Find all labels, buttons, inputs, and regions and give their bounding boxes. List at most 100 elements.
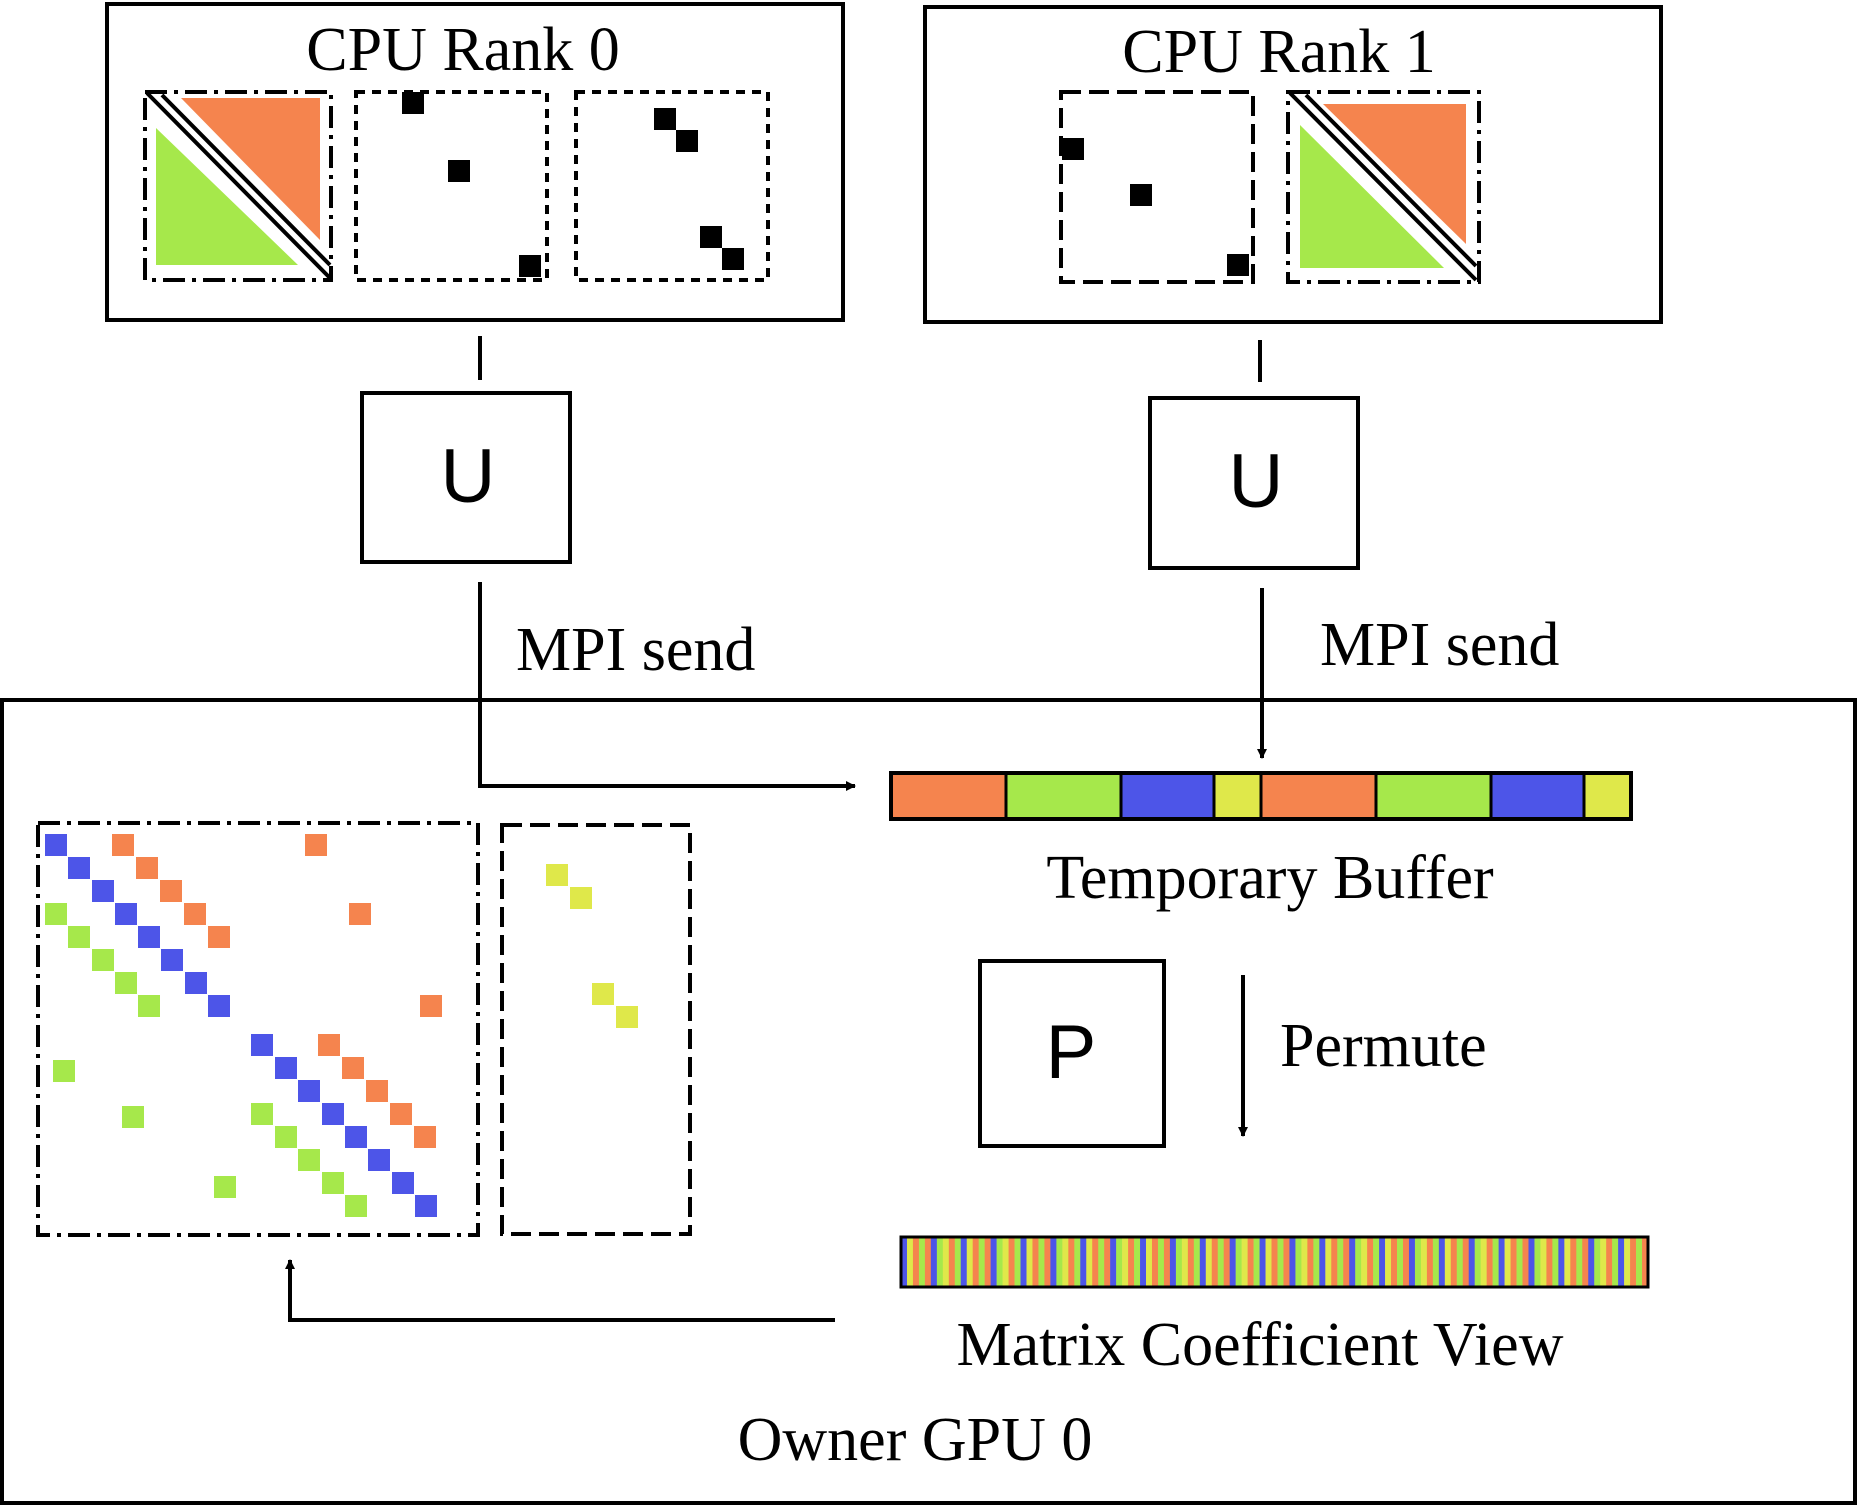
coefficient-stripe [1062, 1237, 1069, 1287]
coefficient-stripe [1002, 1237, 1009, 1287]
coefficient-stripe [1391, 1237, 1398, 1287]
mpi-send-label-left: MPI send [516, 616, 755, 684]
matrix-entry [53, 1060, 75, 1082]
coefficient-stripe [1086, 1237, 1093, 1287]
coefficient-stripe [1420, 1237, 1428, 1287]
matrix-coefficient-view [899, 1235, 1650, 1289]
matrix-entry [115, 903, 137, 925]
cpu-rank-1-title: CPU Rank 1 [1122, 18, 1435, 86]
coefficient-stripe [1050, 1237, 1057, 1287]
cpu-rank-0-title: CPU Rank 0 [306, 16, 619, 84]
coefficient-stripe [990, 1237, 997, 1287]
coefficient-stripe [1438, 1237, 1446, 1287]
coefficient-stripe [1277, 1237, 1284, 1287]
coefficient-stripe [1259, 1237, 1266, 1287]
coefficient-stripe [1534, 1237, 1541, 1287]
matrix-entry [322, 1103, 344, 1125]
coefficient-stripe [1606, 1237, 1613, 1287]
matrix-entry [616, 1006, 638, 1028]
temporary-buffer-segment [1004, 771, 1123, 821]
coefficient-stripe [1582, 1237, 1589, 1287]
rank1-diagonal-block [1286, 90, 1481, 284]
coefficient-stripe [1241, 1237, 1248, 1287]
matrix-entry [349, 903, 371, 925]
rank0-upper-triangle [181, 98, 320, 240]
owner-gpu-label: Owner GPU 0 [738, 1406, 1093, 1474]
coefficient-stripe [1540, 1237, 1547, 1287]
coefficient-stripe [1193, 1237, 1201, 1287]
matrix-entry [208, 926, 230, 948]
coefficient-stripe [1151, 1237, 1159, 1287]
rank0-lower-triangle [156, 128, 298, 265]
coefficient-stripe [1229, 1237, 1236, 1287]
coefficient-stripe [1402, 1237, 1410, 1287]
u-operator-right-label: U [1229, 439, 1284, 524]
coefficient-stripe [1355, 1237, 1362, 1287]
matrix-entry [92, 949, 114, 971]
coefficient-stripe [1289, 1237, 1296, 1287]
matrix-entry [161, 949, 183, 971]
coefficient-stripe [1038, 1237, 1045, 1287]
coefficient-stripe [1504, 1237, 1511, 1287]
coefficient-stripe [1426, 1237, 1434, 1287]
coefficient-stripe [1618, 1237, 1625, 1287]
coefficient-stripe [1128, 1237, 1135, 1287]
coefficient-stripe [1253, 1237, 1260, 1287]
rank1-upper-triangle [1323, 104, 1466, 244]
owner-gpu-panel [0, 698, 1857, 1505]
rank0-diagonal-block [143, 90, 333, 282]
coefficient-stripe [1492, 1237, 1499, 1287]
temporary-buffer [889, 771, 1633, 821]
cpu-rank-1-panel: CPU Rank 1 [923, 5, 1663, 324]
coefficient-stripe [972, 1237, 979, 1287]
coefficient-stripe [960, 1237, 968, 1287]
coefficient-stripe [1074, 1237, 1081, 1287]
coefficient-stripe [1612, 1237, 1619, 1287]
coefficient-stripe [1408, 1237, 1416, 1287]
nonzero-entry [448, 160, 470, 182]
coefficient-stripe [930, 1237, 938, 1287]
coefficient-stripe [1169, 1237, 1177, 1287]
matrix-entry [392, 1172, 414, 1194]
nonzero-entry [1062, 138, 1084, 160]
rank0-offdiag-block-1 [354, 90, 549, 282]
coefficient-stripe [912, 1237, 920, 1287]
coefficient-stripe [1056, 1237, 1063, 1287]
coefficient-stripe [954, 1237, 962, 1287]
coefficient-stripe [1319, 1237, 1326, 1287]
matrix-entry [112, 834, 134, 856]
nonzero-entry [402, 92, 424, 114]
cpu-rank-0-panel: CPU Rank 0 [105, 2, 845, 322]
coefficient-stripe [1414, 1237, 1422, 1287]
coefficient-stripe [1122, 1237, 1129, 1287]
coefficient-stripe [1283, 1237, 1290, 1287]
permute-operator-label: P [1046, 1010, 1097, 1095]
coefficient-stripe [1468, 1237, 1475, 1287]
matrix-entry [414, 1126, 436, 1148]
coefficient-stripe [1032, 1237, 1039, 1287]
coefficient-stripe [1026, 1237, 1033, 1287]
rank1-offdiag-block [1059, 90, 1255, 284]
gpu-offdiag-matrix-block [500, 823, 692, 1236]
coefficient-stripe [1588, 1237, 1595, 1287]
nonzero-entry [1227, 254, 1249, 276]
matrix-entry [138, 926, 160, 948]
matrix-entry [185, 972, 207, 994]
matrix-entry [345, 1195, 367, 1217]
matrix-entry [275, 1126, 297, 1148]
coefficient-stripe [1450, 1237, 1458, 1287]
coefficient-stripe [906, 1237, 914, 1287]
coefficient-stripe [1301, 1237, 1308, 1287]
coefficient-stripe [1379, 1237, 1386, 1287]
matrix-entry [298, 1149, 320, 1171]
coefficient-stripe [1080, 1237, 1087, 1287]
coefficient-stripe [1223, 1237, 1230, 1287]
coefficient-stripe [1175, 1237, 1183, 1287]
coefficient-stripe [1594, 1237, 1601, 1287]
matrix-entry [298, 1080, 320, 1102]
coefficient-stripe [1552, 1237, 1559, 1287]
coefficient-stripe [924, 1237, 932, 1287]
coefficient-stripe [1564, 1237, 1571, 1287]
coefficient-stripe [1020, 1237, 1027, 1287]
u-operator-left: U [360, 391, 572, 564]
